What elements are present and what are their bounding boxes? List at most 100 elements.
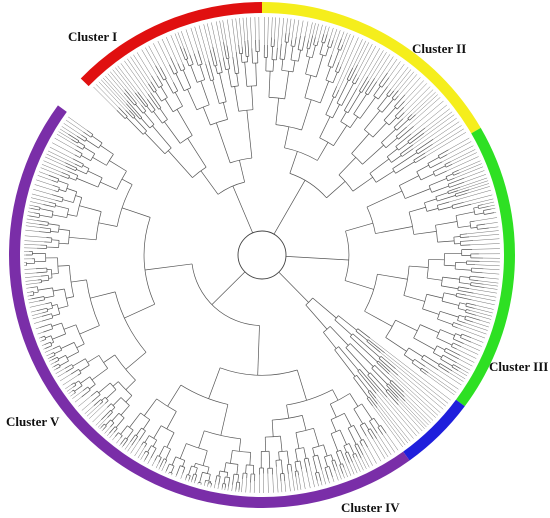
leaf-branch <box>34 184 55 191</box>
radial-branch <box>287 32 290 43</box>
internal-branch <box>50 269 53 278</box>
internal-branch <box>164 445 171 450</box>
radial-branch <box>339 429 347 445</box>
radial-branch <box>29 215 40 218</box>
leaf-branch <box>382 434 396 453</box>
radial-branch <box>344 413 352 427</box>
radial-branch <box>284 33 287 43</box>
radial-branch <box>435 170 447 177</box>
internal-branch <box>56 304 61 315</box>
radial-branch <box>437 195 456 202</box>
radial-branch <box>353 377 369 398</box>
radial-branch <box>378 358 399 376</box>
radial-branch <box>51 356 58 361</box>
radial-branch <box>235 51 240 74</box>
radial-branch <box>153 111 163 124</box>
radial-branch <box>279 43 282 60</box>
radial-branch <box>459 302 467 305</box>
leaf-branch <box>246 17 249 40</box>
radial-branch <box>343 88 358 111</box>
leaf-branch <box>358 45 377 78</box>
radial-branch <box>207 467 210 474</box>
radial-branch <box>257 325 260 376</box>
radial-branch <box>166 411 177 430</box>
internal-branch <box>457 286 459 291</box>
radial-branch <box>327 38 331 47</box>
radial-branch <box>371 367 388 385</box>
leaf-branch <box>134 444 142 457</box>
leaf-branch <box>341 31 345 39</box>
radial-branch <box>82 165 90 169</box>
radial-branch <box>465 315 481 321</box>
leaf-branch <box>241 478 243 493</box>
internal-branch <box>202 471 211 475</box>
radial-branch <box>160 67 167 79</box>
leaf-branch <box>483 268 500 271</box>
leaf-branch <box>117 65 138 93</box>
radial-branch <box>190 65 198 83</box>
leaf-branch <box>357 42 370 66</box>
radial-branch <box>54 359 60 363</box>
internal-branch <box>381 142 387 149</box>
internal-branch <box>483 210 485 215</box>
radial-branch <box>85 139 99 149</box>
radial-branch <box>40 335 45 338</box>
radial-branch <box>92 157 107 166</box>
internal-branch <box>204 430 241 440</box>
radial-branch <box>131 436 139 446</box>
radial-branch <box>385 337 407 352</box>
internal-branch <box>145 105 149 108</box>
leaf-branch <box>26 218 38 221</box>
leaf-branch <box>389 371 439 416</box>
radial-branch <box>151 75 160 88</box>
clade-stem-II <box>273 180 306 235</box>
radial-branch <box>299 460 302 470</box>
leaf-branch <box>203 24 211 51</box>
radial-branch <box>452 325 458 329</box>
radial-branch <box>388 90 395 97</box>
internal-branch <box>208 482 212 484</box>
radial-branch <box>366 340 381 353</box>
radial-branch <box>120 437 126 445</box>
radial-branch <box>174 92 183 107</box>
internal-branch <box>214 64 218 67</box>
leaf-branch <box>168 471 170 475</box>
radial-branch <box>363 439 368 448</box>
internal-branch <box>454 193 457 197</box>
leaf-branch <box>446 141 472 155</box>
radial-branch <box>170 465 175 473</box>
leaf-branch <box>329 27 334 40</box>
leaf-branch <box>227 486 229 491</box>
radial-branch <box>367 391 378 405</box>
radial-branch <box>142 419 151 430</box>
radial-branch <box>40 275 49 277</box>
cluster-arc-IV <box>403 399 465 461</box>
internal-branch <box>69 265 75 297</box>
leaf-branch <box>180 473 183 479</box>
radial-branch <box>103 354 116 363</box>
radial-branch <box>187 89 198 110</box>
leaf-branch <box>281 17 284 44</box>
radial-branch <box>317 455 322 470</box>
radial-branch <box>356 375 370 392</box>
radial-branch <box>195 467 198 475</box>
radial-branch <box>74 163 83 168</box>
leaf-branch <box>454 166 484 179</box>
leaf-branch <box>214 482 216 489</box>
leaf-branch <box>161 463 166 471</box>
leaf-branch <box>59 128 69 135</box>
leaf-branch <box>72 390 84 399</box>
clade-stem-V <box>211 271 246 305</box>
radial-branch <box>104 400 109 404</box>
leaf-branch <box>32 316 43 320</box>
radial-branch <box>150 448 157 459</box>
radial-branch <box>167 150 193 178</box>
radial-branch <box>87 355 100 363</box>
radial-branch <box>290 46 294 60</box>
internal-branch <box>39 207 41 211</box>
radial-branch <box>358 76 369 92</box>
radial-branch <box>222 102 228 120</box>
radial-branch <box>126 103 141 120</box>
internal-branch <box>436 329 441 338</box>
radial-branch <box>332 72 338 83</box>
